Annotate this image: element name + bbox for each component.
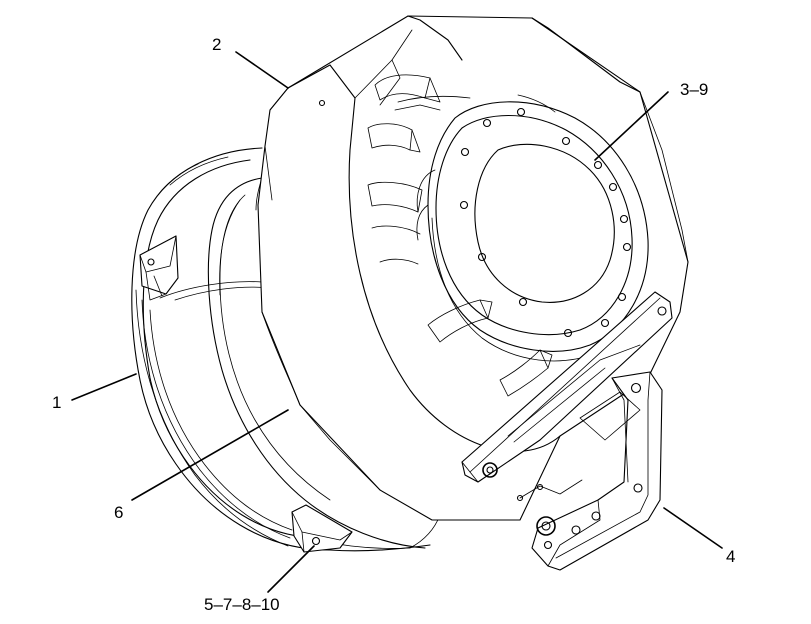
support-bracket: [461, 291, 673, 571]
leader-6: [131, 409, 289, 501]
leader-3-9: [594, 91, 669, 161]
leader-5-7-8-10: [267, 545, 315, 593]
callout-4: 4: [726, 547, 735, 566]
callout-2: 2: [212, 35, 221, 54]
callout-1: 1: [52, 393, 61, 412]
leader-2: [235, 51, 289, 89]
leader-1: [71, 373, 137, 401]
callout-3-9: 3–9: [680, 80, 708, 99]
leader-lines: [71, 51, 723, 593]
ring-lower-lug: [291, 504, 353, 553]
callout-5-7-8-10: 5–7–8–10: [204, 595, 280, 614]
hub-flange: [416, 101, 649, 362]
fan-housing: [257, 15, 689, 521]
leader-4: [663, 507, 723, 549]
callout-6: 6: [114, 503, 123, 522]
ring-upper-lug: [139, 235, 179, 301]
